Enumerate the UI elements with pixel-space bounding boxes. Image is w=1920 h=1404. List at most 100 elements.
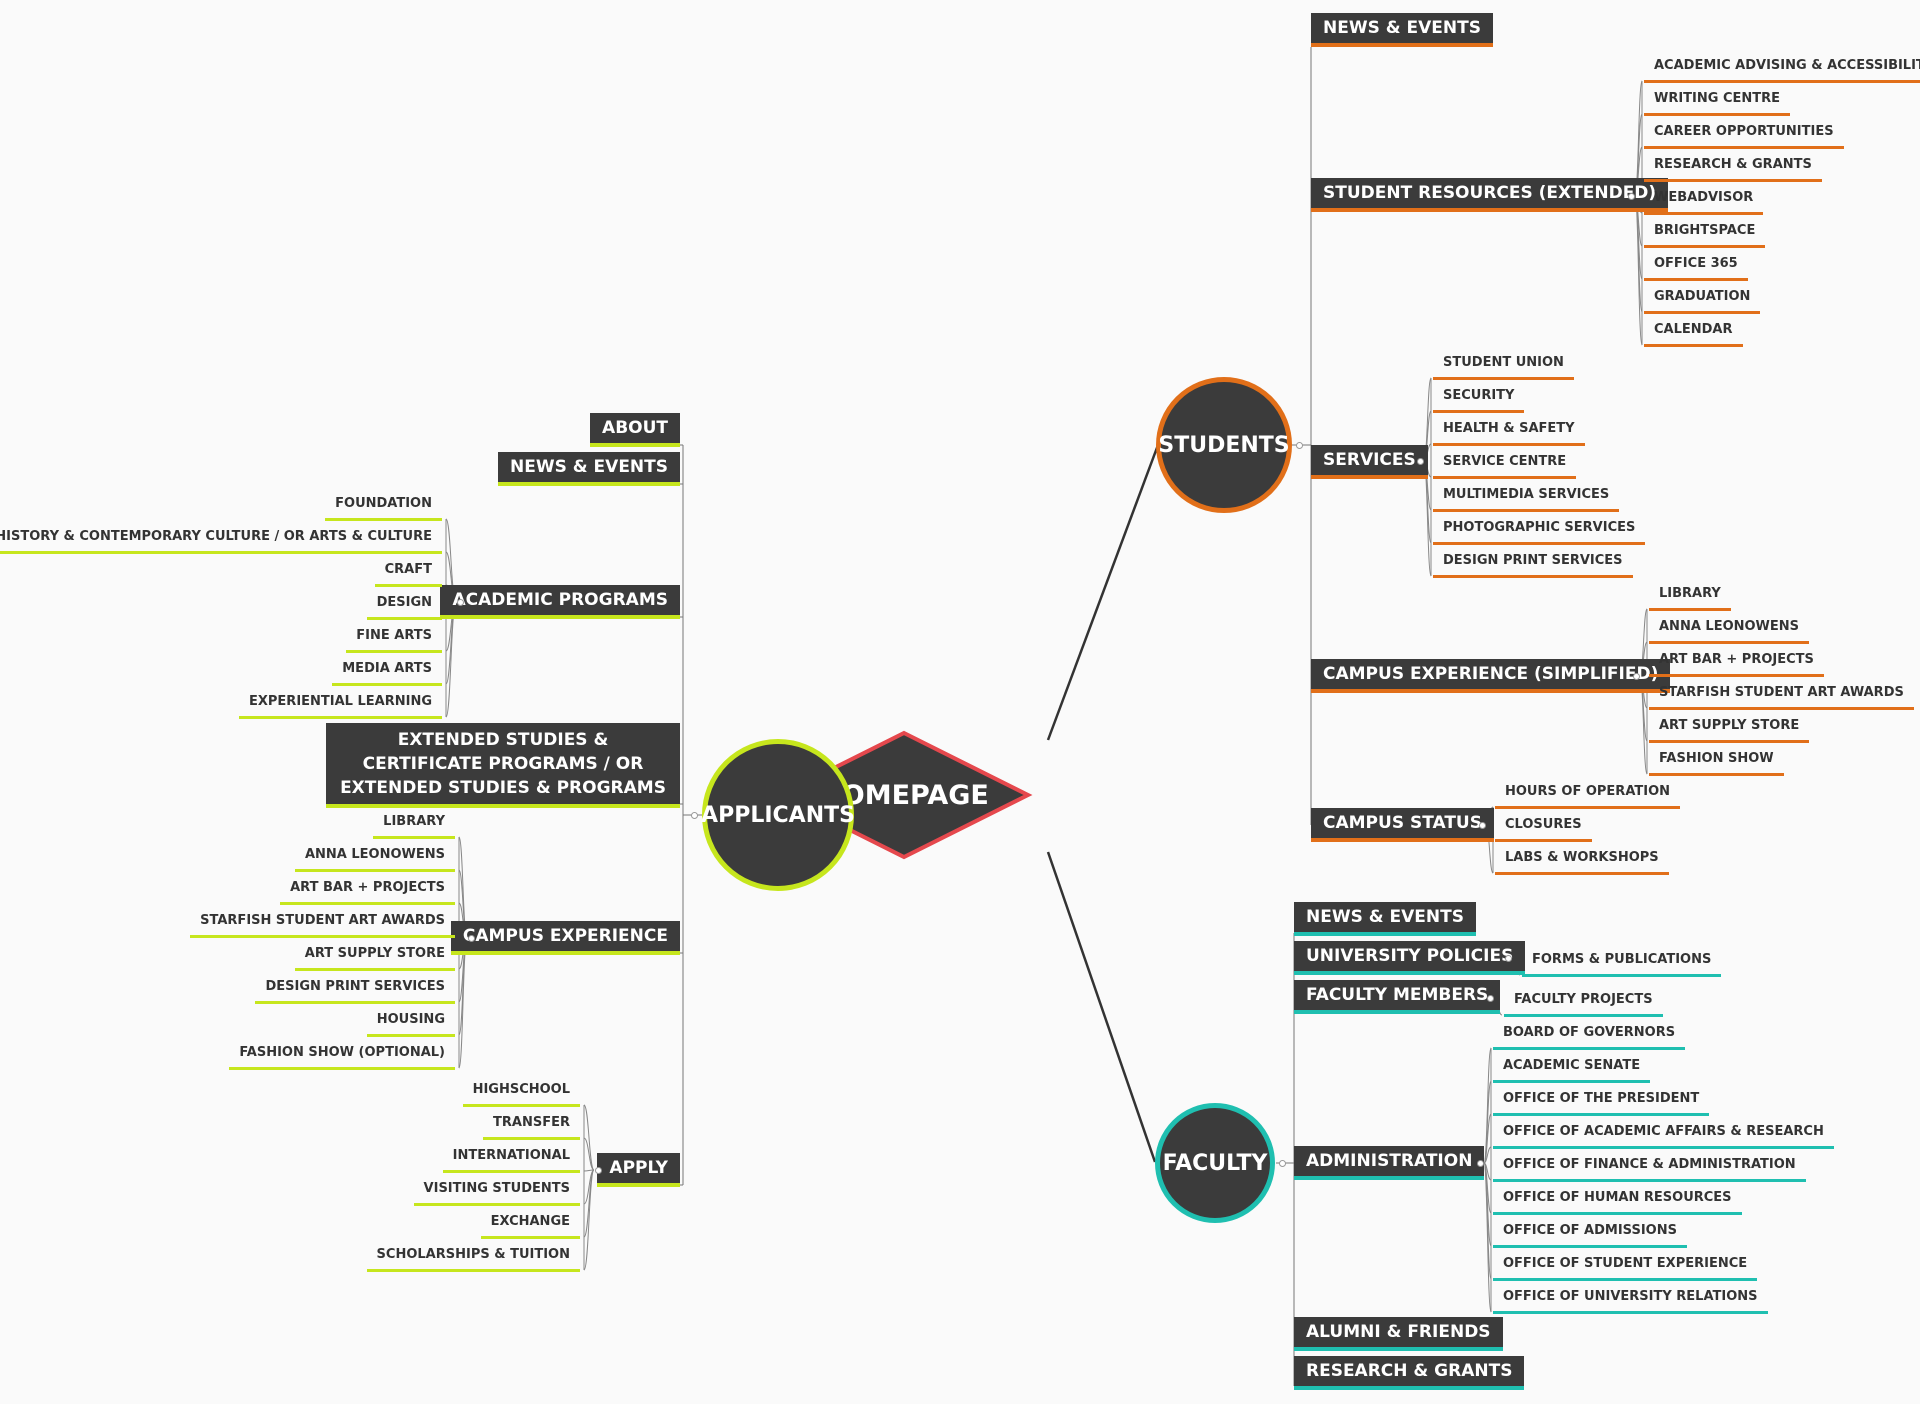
faculty-administration-leaf-line	[1483, 1113, 1492, 1164]
applicants-academic-programs-item[interactable]: FINE ARTS	[346, 622, 442, 653]
applicants-collapse-toggle[interactable]	[690, 811, 698, 819]
faculty-administration-item[interactable]: OFFICE OF ADMISSIONS	[1493, 1217, 1687, 1248]
students-resources-item[interactable]: RESEARCH & GRANTS	[1644, 151, 1822, 182]
applicants-campus-experience-item[interactable]: ART BAR + PROJECTS	[280, 874, 455, 905]
students-resources-item[interactable]: ACADEMIC ADVISING & ACCESSIBILITY	[1644, 52, 1920, 83]
applicants-circle[interactable]: APPLICANTS	[701, 739, 855, 891]
faculty-administration-item[interactable]: OFFICE OF THE PRESIDENT	[1493, 1085, 1710, 1116]
students-campus-status-topic[interactable]: CAMPUS STATUS	[1311, 808, 1494, 842]
faculty-administration-leaf-line	[1483, 1047, 1492, 1164]
applicants-campus-experience-item[interactable]: DESIGN PRINT SERVICES	[255, 973, 455, 1004]
students-campus-experience-item[interactable]: ANNA LEONOWENS	[1649, 613, 1810, 644]
applicants-academic-programs-item[interactable]: EXPERIENTIAL LEARNING	[239, 688, 442, 719]
applicants-extended-studies-topic[interactable]: EXTENDED STUDIES & CERTIFICATE PROGRAMS …	[326, 723, 680, 808]
students-resources-item[interactable]: CAREER OPPORTUNITIES	[1644, 118, 1844, 149]
students-services-item[interactable]: PHOTOGRAPHIC SERVICES	[1433, 514, 1646, 545]
faculty-administration-topic[interactable]: ADMINISTRATION	[1294, 1146, 1485, 1180]
students-campus-status-item[interactable]: CLOSURES	[1495, 811, 1592, 842]
applicants-academic-programs-topic[interactable]: ACADEMIC PROGRAMS	[440, 585, 680, 619]
students-campus-experience-item[interactable]: STARFISH STUDENT ART AWARDS	[1649, 679, 1914, 710]
students-collapse-toggle[interactable]	[1295, 441, 1303, 449]
faculty-policies-item[interactable]: FORMS & PUBLICATIONS	[1522, 946, 1722, 977]
applicants-academic-programs-item[interactable]: MEDIA ARTS	[332, 655, 442, 686]
faculty-administration-leaf-line	[1483, 1146, 1492, 1164]
faculty-news-events-topic[interactable]: NEWS & EVENTS	[1294, 902, 1476, 936]
applicants-academic-programs-item[interactable]: ART HISTORY & CONTEMPORARY CULTURE / OR …	[0, 523, 442, 554]
applicants-apply-collapse-toggle[interactable]	[594, 1166, 602, 1174]
applicants-about-topic[interactable]: ABOUT	[590, 413, 680, 447]
students-campus-experience-item[interactable]: ART BAR + PROJECTS	[1649, 646, 1824, 677]
applicants-apply-item[interactable]: VISITING STUDENTS	[413, 1175, 580, 1206]
applicants-apply-topic[interactable]: APPLY	[597, 1153, 680, 1187]
students-campus-experience-item[interactable]: LIBRARY	[1649, 580, 1731, 611]
faculty-circle[interactable]: FACULTY	[1155, 1103, 1275, 1223]
applicants-news-events-topic[interactable]: NEWS & EVENTS	[498, 452, 680, 486]
applicants-campus-experience-item[interactable]: ANNA LEONOWENS	[294, 841, 455, 872]
students-resources-item[interactable]: WRITING CENTRE	[1644, 85, 1791, 116]
faculty-research-topic[interactable]: RESEARCH & GRANTS	[1294, 1356, 1525, 1390]
applicants-academic-programs-collapse-toggle[interactable]	[456, 598, 464, 606]
applicants-campus-experience-leaf-line	[458, 937, 468, 1069]
faculty-administration-item[interactable]: OFFICE OF UNIVERSITY RELATIONS	[1493, 1283, 1768, 1314]
faculty-policies-collapse-toggle[interactable]	[1504, 954, 1512, 962]
faculty-administration-item[interactable]: OFFICE OF STUDENT EXPERIENCE	[1493, 1250, 1758, 1281]
faculty-policies-topic[interactable]: UNIVERSITY POLICIES	[1294, 941, 1526, 975]
students-circle[interactable]: STUDENTS	[1156, 377, 1292, 513]
students-resources-item[interactable]: BRIGHTSPACE	[1644, 217, 1766, 248]
faculty-members-collapse-toggle[interactable]	[1486, 994, 1494, 1002]
applicants-campus-experience-item[interactable]: FASHION SHOW (OPTIONAL)	[229, 1039, 455, 1070]
applicants-academic-programs-item[interactable]: CRAFT	[374, 556, 442, 587]
students-news-events-topic[interactable]: NEWS & EVENTS	[1311, 13, 1493, 47]
applicants-apply-item[interactable]: TRANSFER	[483, 1109, 580, 1140]
applicants-apply-leaf-line	[583, 1104, 595, 1171]
students-services-item[interactable]: HEALTH & SAFETY	[1433, 415, 1585, 446]
students-resources-item[interactable]: CALENDAR	[1644, 316, 1743, 347]
faculty-members-item[interactable]: FACULTY PROJECTS	[1504, 986, 1663, 1017]
students-services-item[interactable]: SECURITY	[1433, 382, 1525, 413]
faculty-administration-item[interactable]: OFFICE OF HUMAN RESOURCES	[1493, 1184, 1742, 1215]
applicants-apply-leaf-line	[583, 1137, 595, 1171]
students-services-collapse-toggle[interactable]	[1416, 457, 1424, 465]
students-resources-collapse-toggle[interactable]	[1627, 192, 1635, 200]
faculty-administration-collapse-toggle[interactable]	[1476, 1159, 1484, 1167]
students-campus-experience-topic[interactable]: CAMPUS EXPERIENCE (SIMPLIFIED)	[1311, 659, 1671, 693]
applicants-campus-experience-item[interactable]: ART SUPPLY STORE	[294, 940, 455, 971]
students-campus-status-item[interactable]: LABS & WORKSHOPS	[1495, 844, 1669, 875]
students-services-item[interactable]: DESIGN PRINT SERVICES	[1433, 547, 1633, 578]
applicants-academic-programs-item[interactable]: DESIGN	[366, 589, 442, 620]
students-campus-experience-item[interactable]: FASHION SHOW	[1649, 745, 1784, 776]
applicants-apply-leaf-line	[583, 1169, 595, 1271]
students-services-topic[interactable]: SERVICES	[1311, 445, 1428, 479]
students-services-item[interactable]: STUDENT UNION	[1433, 349, 1574, 380]
students-campus-status-item[interactable]: HOURS OF OPERATION	[1495, 778, 1681, 809]
students-services-item[interactable]: SERVICE CENTRE	[1433, 448, 1577, 479]
faculty-administration-item[interactable]: BOARD OF GOVERNORS	[1493, 1019, 1686, 1050]
faculty-administration-item[interactable]: OFFICE OF ACADEMIC AFFAIRS & RESEARCH	[1493, 1118, 1834, 1149]
students-resources-topic[interactable]: STUDENT RESOURCES (EXTENDED)	[1311, 178, 1669, 212]
applicants-campus-experience-item[interactable]: HOUSING	[366, 1006, 455, 1037]
students-campus-experience-collapse-toggle[interactable]	[1632, 672, 1640, 680]
applicants-campus-experience-item[interactable]: LIBRARY	[373, 808, 455, 839]
applicants-campus-experience-collapse-toggle[interactable]	[467, 934, 475, 942]
students-services-item[interactable]: MULTIMEDIA SERVICES	[1433, 481, 1620, 512]
applicants-apply-item[interactable]: INTERNATIONAL	[442, 1142, 580, 1173]
applicants-apply-item[interactable]: SCHOLARSHIPS & TUITION	[366, 1241, 580, 1272]
faculty-administration-item[interactable]: ACADEMIC SENATE	[1493, 1052, 1651, 1083]
students-campus-experience-item[interactable]: ART SUPPLY STORE	[1649, 712, 1810, 743]
applicants-academic-programs-item[interactable]: FOUNDATION	[325, 490, 442, 521]
faculty-members-topic[interactable]: FACULTY MEMBERS	[1294, 980, 1501, 1014]
applicants-apply-item[interactable]: EXCHANGE	[480, 1208, 580, 1239]
students-resources-item[interactable]: GRADUATION	[1644, 283, 1761, 314]
root-to-faculty-line	[1046, 851, 1157, 1163]
students-resources-item[interactable]: OFFICE 365	[1644, 250, 1748, 281]
applicants-academic-programs-leaf-line	[445, 601, 457, 718]
applicants-apply-item[interactable]: HIGHSCHOOL	[462, 1076, 580, 1107]
applicants-campus-experience-item[interactable]: STARFISH STUDENT ART AWARDS	[190, 907, 455, 938]
faculty-administration-item[interactable]: OFFICE OF FINANCE & ADMINISTRATION	[1493, 1151, 1806, 1182]
faculty-alumni-topic[interactable]: ALUMNI & FRIENDS	[1294, 1317, 1503, 1351]
applicants-campus-experience-topic[interactable]: CAMPUS EXPERIENCE	[450, 921, 680, 955]
faculty-collapse-toggle[interactable]	[1278, 1159, 1286, 1167]
students-campus-status-collapse-toggle[interactable]	[1478, 821, 1486, 829]
students-resources-item[interactable]: WEBADVISOR	[1644, 184, 1764, 215]
